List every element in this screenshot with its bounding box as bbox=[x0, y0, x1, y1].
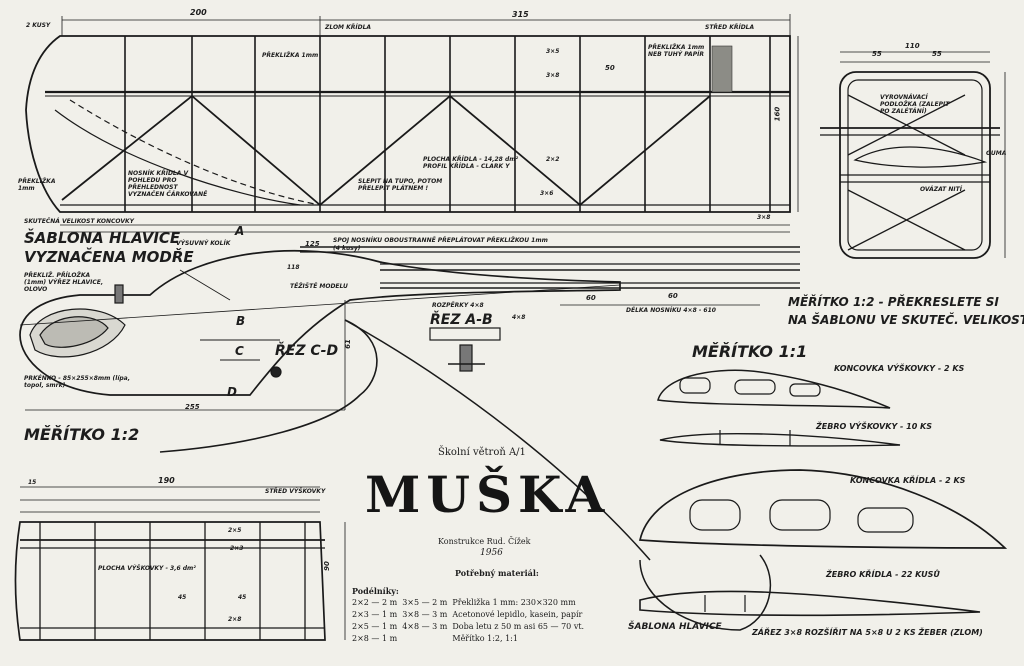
label-zebro-kridla: ŽEBRO KŘÍDLA - 22 KUSŮ bbox=[826, 570, 940, 579]
label-prkenko: PRKÉNKO - 85×255×8mm (lípa, topol, smrk) bbox=[24, 375, 130, 389]
dim-15: 15 bbox=[28, 479, 37, 486]
dim-45a: 45 bbox=[178, 594, 187, 601]
label-rez-c-d: ŘEZ C-D bbox=[275, 343, 339, 359]
label-nosnik: NOSNÍK KŘÍDLA V POHLEDU PRO PŘEHLEDNOST … bbox=[128, 170, 208, 198]
dim-160: 160 bbox=[773, 106, 782, 122]
label-3-8b: 3×8 bbox=[757, 214, 771, 221]
dim-50: 50 bbox=[605, 64, 615, 72]
label-spoj-nosniku: SPOJ NOSNÍKU OBOUSTRANNĚ PŘEPLÁTOVAT PŘE… bbox=[333, 237, 548, 244]
label-preklizka: PŘEKLIŽKA 1mm bbox=[262, 52, 319, 59]
label-potrebny-material: Potřebný materiál: bbox=[455, 568, 539, 578]
label-preklizka-prilozka: PŘEKLIŽ. PŘÍLOŽKA (1mm) VÝŘEZ HLAVICE, O… bbox=[24, 272, 104, 293]
dim-45b: 45 bbox=[238, 594, 247, 601]
label-skutecna-velikost: SKUTEČNÁ VELIKOST KONCOVKY bbox=[24, 218, 134, 225]
marker-a: A bbox=[235, 224, 245, 238]
subtitle-skolni-vetron: Školní větroň A/1 bbox=[438, 447, 526, 458]
label-koncovka-kridla: KONCOVKA KŘÍDLA - 2 KS bbox=[850, 476, 966, 485]
heading-sablona-hlavice: ŠABLONA HLAVICE bbox=[24, 229, 181, 247]
label-plocha-kridla: PLOCHA KŘÍDLA - 14,28 dm² PROFIL KŘÍDLA … bbox=[423, 156, 519, 170]
label-guma: GUMA bbox=[986, 150, 1007, 157]
label-zlom-kridla: ZLOM KŘÍDLA bbox=[325, 24, 372, 31]
marker-c: C bbox=[235, 344, 244, 358]
label-koncovka-vyskovky: KONCOVKA VÝŠKOVKY - 2 KS bbox=[834, 364, 965, 373]
label-vysuvny-kolik: VÝSUVNÝ KOLÍK bbox=[176, 240, 231, 247]
dim-60b: 60 bbox=[668, 292, 678, 300]
dim-118: 118 bbox=[287, 264, 300, 271]
label-ovazat-niti: OVÁZAT NITÍ bbox=[920, 186, 962, 193]
label-plocha-vyskovky: PLOCHA VÝŠKOVKY - 3,6 dm² bbox=[98, 565, 196, 572]
label-3-6: 3×6 bbox=[540, 190, 554, 197]
note-na-sablonu: NA ŠABLONU VE SKUTEČ. VELIKOSTI bbox=[788, 313, 1024, 327]
materials-table: 2×2 — 2 m 3×5 — 2 m Překližka 1 mm: 230×… bbox=[352, 598, 589, 646]
dim-315: 315 bbox=[512, 10, 529, 19]
label-rez-a-b: ŘEZ A-B bbox=[430, 312, 493, 328]
dim-55a: 55 bbox=[872, 50, 882, 58]
label-3-5: 3×5 bbox=[546, 48, 560, 55]
note-meritko-1-2: MĚŘÍTKO 1:2 - PŘEKRESLETE SI bbox=[788, 295, 999, 309]
label-preklizka-papir: PŘEKLIŽKA 1mm NEB TUHÝ PAPÍR bbox=[648, 44, 705, 58]
label-preklizka-tip: PŘEKLIŽKA 1mm bbox=[18, 178, 56, 192]
label-rozperky: ROZPĚRKY 4×8 bbox=[432, 302, 484, 309]
label-podelniky: Podélníky: bbox=[352, 586, 399, 596]
label-year: 1956 bbox=[480, 548, 503, 558]
dim-125: 125 bbox=[305, 240, 320, 248]
label-2-3: 2×3 bbox=[230, 545, 244, 552]
heading-vyznacena-modre: VYZNAČENA MODŘE bbox=[24, 248, 194, 266]
label-stred-kridla: STŘED KŘÍDLA bbox=[705, 24, 755, 31]
label-stred-vyskovky: STŘED VÝŠKOVKY bbox=[265, 488, 326, 495]
label-4-kusy: (4 kusy) bbox=[333, 245, 361, 252]
dim-90: 90 bbox=[322, 561, 331, 571]
label-sablona-hlavice: ŠABLONA HLAVICE bbox=[628, 622, 722, 632]
label-delka-nosniku: DÉLKA NOSNÍKU 4×8 - 610 bbox=[626, 307, 716, 314]
label-vyrovnavaci: VYROVNÁVACÍ PODLOŽKA (ZALEPIT PO ZALÉTÁN… bbox=[880, 94, 950, 115]
label-2-8: 2×8 bbox=[228, 616, 242, 623]
label-konstrukce: Konstrukce Rud. Čížek bbox=[438, 537, 531, 546]
materials-row: 2×2 — 2 m 3×5 — 2 m Překližka 1 mm: 230×… bbox=[352, 598, 576, 607]
label-3-8: 3×8 bbox=[546, 72, 560, 79]
label-4-8: 4×8 bbox=[512, 314, 526, 321]
dim-255: 255 bbox=[185, 403, 200, 411]
scale-1-2: MĚŘÍTKO 1:2 bbox=[24, 425, 140, 444]
dim-60a: 60 bbox=[586, 294, 596, 302]
label-slepit: SLEPIT NA TUPO, POTOM PŘELEPIT PLÁTNEM ! bbox=[358, 178, 443, 192]
scale-1-1: MĚŘÍTKO 1:1 bbox=[692, 342, 808, 361]
label-2-5: 2×5 bbox=[228, 527, 242, 534]
label-2-kusy: 2 KUSY bbox=[26, 22, 51, 29]
materials-row: 2×8 — 1 m Měřítko 1:2, 1:1 bbox=[352, 634, 518, 643]
dim-61: 61 bbox=[343, 339, 352, 349]
title-muska: MUŠKA bbox=[365, 465, 611, 524]
label-zarez: ZÁŘEZ 3×8 ROZŠÍŘIT NA 5×8 U 2 KS ŽEBER (… bbox=[752, 628, 983, 637]
dim-110: 110 bbox=[905, 42, 920, 50]
marker-d: D bbox=[227, 385, 237, 399]
label-2x2: 2×2 bbox=[546, 156, 560, 163]
materials-row: 2×3 — 1 m 3×8 — 3 m Acetonové lepidlo, k… bbox=[352, 610, 583, 619]
label-zebro-vyskovky: ŽEBRO VÝŠKOVKY - 10 KS bbox=[816, 422, 933, 431]
dim-200: 200 bbox=[190, 8, 207, 17]
dim-190: 190 bbox=[158, 476, 175, 485]
label-teziste: TĚŽIŠTĚ MODELU bbox=[290, 283, 348, 290]
dim-55b: 55 bbox=[932, 50, 942, 58]
materials-row: 2×5 — 1 m 4×8 — 3 m Doba letu z 50 m asi… bbox=[352, 622, 585, 631]
marker-b: B bbox=[236, 314, 246, 328]
